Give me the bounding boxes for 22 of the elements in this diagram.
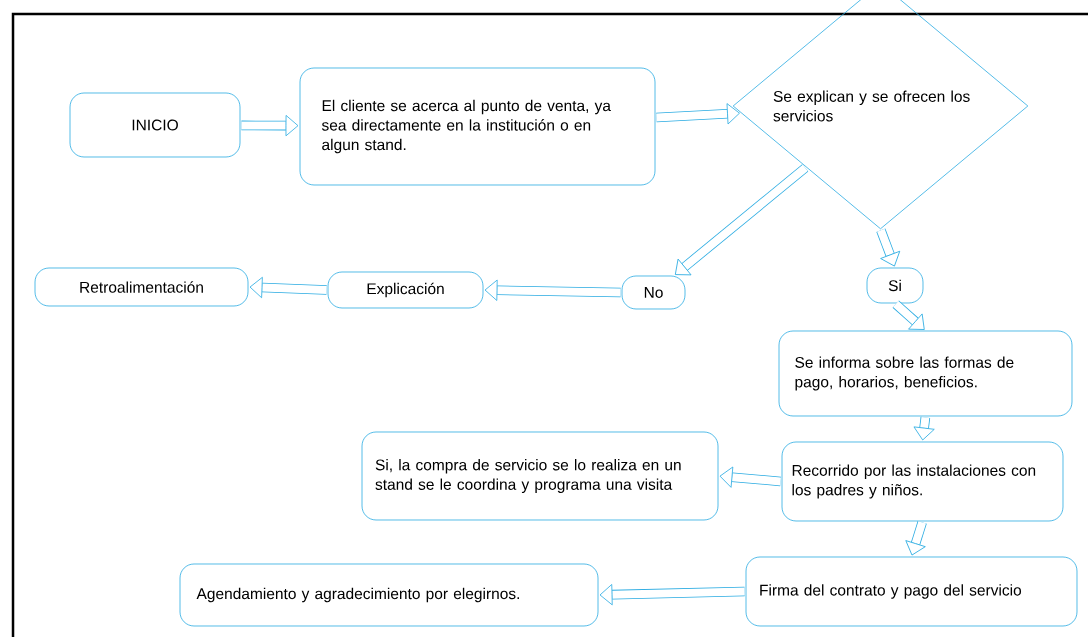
process-box: Si, la compra de servicio se lo realiza en un stand se le coordina y programa una visita	[361, 431, 719, 521]
process-box: Firma del contrato y pago del servicio	[745, 556, 1078, 627]
block-arrow	[905, 520, 927, 556]
block-arrow	[876, 228, 901, 267]
process-box: Explicación	[327, 271, 484, 309]
block-arrow	[892, 300, 925, 330]
block-arrow	[656, 103, 740, 125]
block-arrow	[674, 164, 809, 276]
answer-box: Si	[866, 267, 924, 304]
process-box: Agendamiento y agradecimiento por elegirnos.	[179, 563, 599, 627]
answer-box: No	[621, 275, 686, 310]
start-box: INICIO	[69, 92, 241, 158]
block-arrow	[719, 466, 782, 488]
process-box: El cliente se acerca al punto de venta, ya sea directamente en la institución o en algun stand.	[299, 67, 656, 186]
block-arrow	[913, 416, 935, 441]
process-box: Retroalimentación	[34, 267, 249, 307]
block-arrow	[484, 279, 621, 301]
block-arrow	[599, 584, 745, 606]
block-arrow	[241, 115, 299, 137]
process-box: Se informa sobre las formas de pago, horarios, beneficios.	[778, 330, 1073, 417]
process-box: Recorrido por las instalaciones con los padres y niños.	[781, 441, 1064, 522]
block-arrow	[249, 276, 327, 299]
